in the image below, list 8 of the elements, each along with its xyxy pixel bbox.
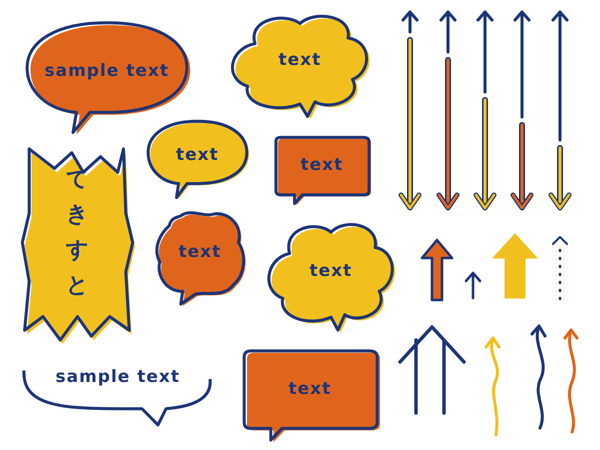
bubble-text: text bbox=[278, 50, 322, 70]
bubble-text: sample text bbox=[56, 367, 180, 388]
bubble-text: text bbox=[178, 242, 222, 262]
bubble-text: sample text bbox=[44, 61, 169, 82]
bubble-text: text bbox=[176, 144, 219, 165]
bubble-text: text bbox=[310, 261, 352, 282]
bubble-text: text bbox=[300, 155, 344, 176]
bubble-text: text bbox=[288, 378, 332, 399]
